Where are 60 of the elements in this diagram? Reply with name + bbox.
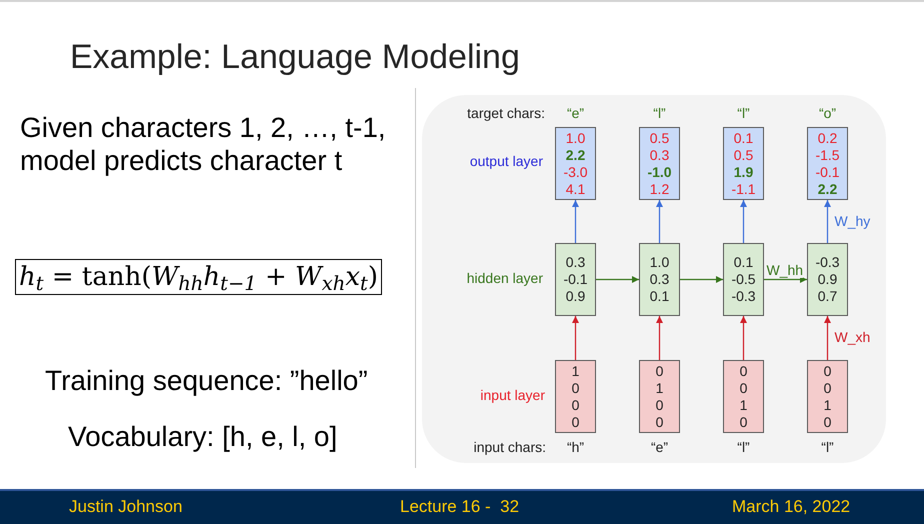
output-layer-label: output layer [470,152,543,170]
hidden-state-box [807,243,848,316]
edge-label: W_hh [766,262,804,278]
target-char-label: “l” [652,104,667,122]
arrow [572,200,579,243]
diagram-panel [422,95,886,463]
arrow [572,316,579,360]
lecture-number: Lecture 16 - 32 [400,497,520,517]
input-vector-box [639,360,680,433]
arrow [596,276,639,283]
target-char-label: “o” [818,104,838,122]
target-char-label: “l” [736,104,751,122]
vector-values: 0.1 -0.5 -0.3 [730,254,757,305]
input-vector-box [807,360,848,433]
arrow [656,316,663,360]
training-sequence-text: Training sequence: ”hello” [45,364,368,397]
date-text: March 16, 2022 [732,497,850,517]
vector-values: 0.5 0.3 -1.0 1.2 [646,130,673,198]
input-layer-label: input layer [480,386,545,404]
slide-title: Example: Language Modeling [70,37,520,78]
input-chars-heading: input chars: [474,438,546,456]
vector-values: 1.0 0.3 0.1 [648,254,670,305]
vector-values: 0.3 -0.1 0.9 [562,254,589,305]
vector-values: 1 0 0 0 [570,362,580,430]
output-vector-box [555,127,596,200]
arrow [764,276,807,283]
arrow [824,316,831,360]
hidden-layer-label: hidden layer [466,269,543,287]
vocabulary-text: Vocabulary: [h, e, l, o] [68,420,338,453]
vector-values: 0 0 1 0 [822,362,832,430]
arrow [740,200,747,243]
input-char-label: “l” [820,438,835,456]
input-char-label: “e” [650,438,670,456]
hidden-state-box [639,243,680,316]
vector-values: 0 0 1 0 [738,362,748,430]
formula-text: h$_{t}$ = tanh(W$_{hh}$h$_{t−1}$ + W$_{xh}$x$_{t}$) [19,261,378,294]
output-vector-box [723,127,764,200]
output-vector-box [639,127,680,200]
target-chars-heading: target chars: [467,104,545,122]
arrow [680,276,723,283]
vector-values: 1.0 2.2 -3.0 4.1 [562,130,589,198]
input-char-label: “h” [566,438,586,456]
arrow [824,200,831,243]
author-name: Justin Johnson [69,497,182,517]
edge-label: W_xh [834,329,870,345]
arrow [656,200,663,243]
vector-values: -0.3 0.9 0.7 [814,254,841,305]
input-char-label: “l” [736,438,751,456]
arrow [740,316,747,360]
vector-values: 0 1 0 0 [654,362,664,430]
target-char-label: “e” [566,104,586,122]
output-vector-box [807,127,848,200]
vector-values: 0.2 -1.5 -0.1 2.2 [814,130,841,198]
hidden-state-box [723,243,764,316]
input-vector-box [555,360,596,433]
vector-values: 0.1 0.5 1.9 -1.1 [730,130,757,198]
input-vector-box [723,360,764,433]
description-text: Given characters 1, 2, …, t-1, model predicts character t [20,111,387,177]
edge-label: W_hy [834,212,870,228]
hidden-state-box [555,243,596,316]
